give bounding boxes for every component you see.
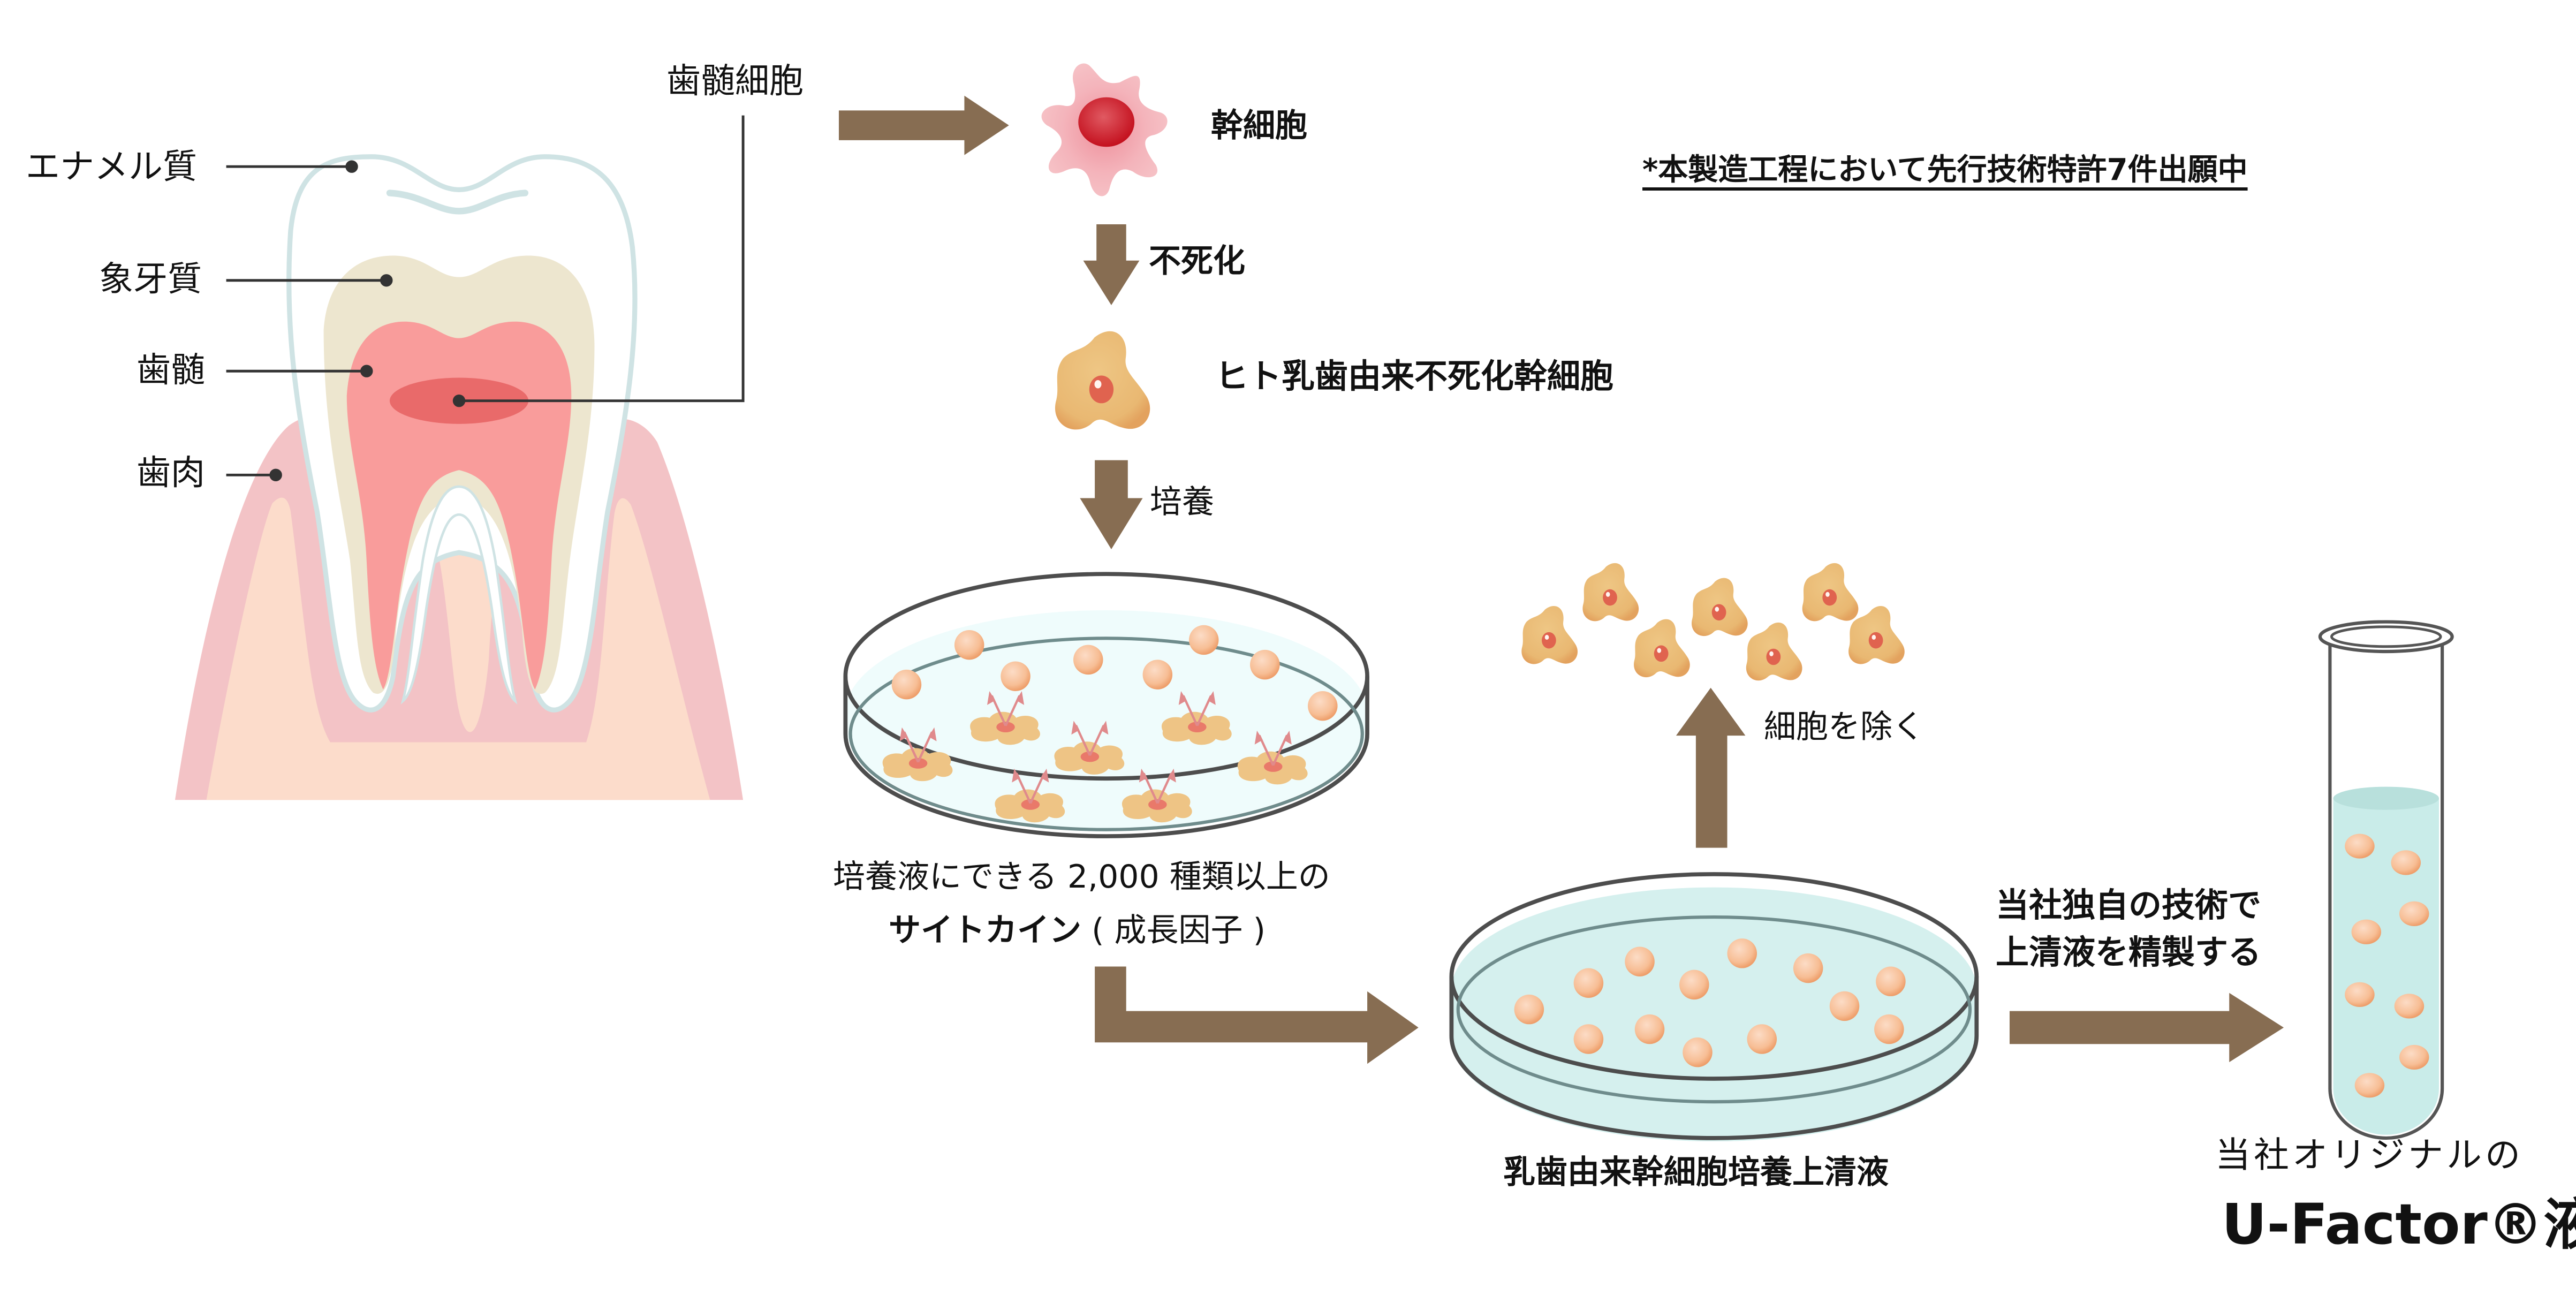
label-immortalized-cell: ヒト乳歯由来不死化幹細胞: [1215, 357, 1614, 396]
label-growth-factor: ( 成長因子 ): [1092, 912, 1266, 949]
label-culture-step: 培養: [1150, 483, 1214, 521]
label-gum: 歯肉: [137, 453, 205, 493]
label-immortalize-step: 不死化: [1149, 243, 1245, 280]
label-dentin: 象牙質: [99, 260, 202, 299]
flow-arrows: [838, 95, 2284, 1064]
enamel-groove: [386, 190, 529, 215]
label-remove-cells: 細胞を除く: [1764, 708, 1925, 746]
supernatant-dish-cells: [1514, 938, 1906, 1067]
stem-cell-icon: [1041, 63, 1168, 196]
arrow-to-supernatant: [1095, 966, 1419, 1064]
culture-dish-floating-cells: [891, 625, 1338, 721]
culture-dish: [843, 572, 1369, 838]
label-pulp: 歯髄: [137, 351, 205, 390]
arrow-to-tube: [2009, 993, 2284, 1063]
tooth-illustration: [175, 154, 744, 800]
arrow-culture: [1080, 460, 1143, 549]
patent-note: *本製造工程において先行技術特許7件出願中: [1642, 153, 2248, 187]
label-product-line1: 当社オリジナルの: [2215, 1134, 2524, 1176]
label-purify-line2: 上清液を精製する: [1996, 933, 2262, 972]
test-tube: [2318, 620, 2454, 1140]
label-supernatant: 乳歯由来幹細胞培養上清液: [1503, 1154, 1889, 1191]
label-product-name: U-Factor®液: [2222, 1192, 2576, 1257]
root-gap: [400, 485, 518, 704]
arrow-remove-cells: [1676, 687, 1746, 848]
tooth-leaders: [226, 115, 745, 482]
label-cytokine: サイトカイン: [889, 912, 1081, 949]
gum-inner: [206, 497, 710, 800]
arrow-immortalize: [1083, 224, 1140, 305]
label-stem-cell: 幹細胞: [1211, 107, 1307, 145]
immortalized-cell-icon: [1055, 331, 1150, 430]
label-pulp-cell: 歯髄細胞: [666, 62, 804, 101]
arrow-pulp-to-stem: [838, 95, 1009, 155]
test-tube-cells: [2345, 834, 2429, 1098]
label-purify-line1: 当社独自の技術で: [1996, 885, 2262, 925]
label-cytokine-line1: 培養液にできる 2,000 種類以上の: [833, 858, 1330, 896]
label-cytokine-line2: サイトカイン ( 成長因子 ): [889, 914, 1266, 946]
removed-cells-cluster: [1521, 563, 1905, 681]
label-enamel: エナメル質: [26, 147, 197, 187]
